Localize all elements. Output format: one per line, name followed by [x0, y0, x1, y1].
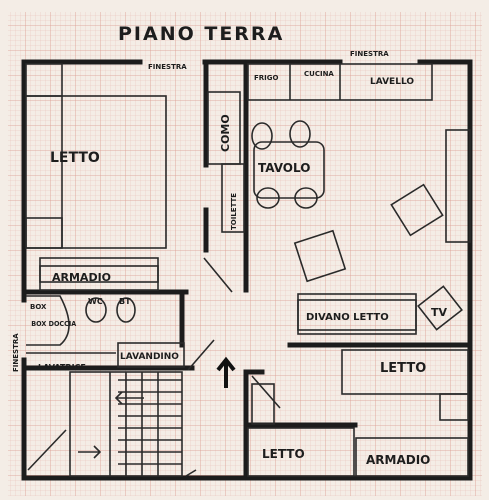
kitchen-counter: [247, 63, 433, 101]
hallway-door: [251, 375, 281, 409]
stair-line-a: [27, 429, 67, 471]
dresser-label: COMO: [219, 114, 232, 152]
bedroom-bed: [25, 63, 167, 249]
shower-box: [26, 295, 70, 346]
armchair-right: [390, 183, 444, 237]
bottom-wardrobe-label: ARMADIO: [366, 453, 430, 467]
window-label-top: FINESTRA: [148, 63, 187, 71]
right-bed: [341, 349, 469, 421]
sofa-bed: [297, 293, 417, 335]
bedroom-wardrobe-label: ARMADIO: [52, 271, 111, 284]
washbasin-label: LAVANDINO: [120, 352, 179, 362]
bedroom-bed-label: LETTO: [50, 150, 100, 166]
window-label-top-right: FINESTRA: [350, 50, 389, 58]
bottom-bed-label: LETTO: [262, 447, 305, 461]
bedroom-wardrobe: [39, 257, 159, 291]
staircase: [69, 371, 183, 477]
stair-line-b: [185, 469, 197, 477]
washbasin: [117, 342, 185, 368]
interior-walls: [21, 59, 473, 481]
entrance-arrow-icon: [216, 356, 236, 388]
bidet-label: BT: [119, 297, 131, 306]
side-cabinet: [445, 129, 471, 243]
shower-label: BOX DOCCIA: [31, 320, 77, 328]
dining-table-label: TAVOLO: [258, 161, 310, 175]
window-label-left: FINESTRA: [12, 333, 20, 372]
shower-label-1: BOX: [30, 303, 47, 311]
vanity: [221, 163, 245, 233]
stove-label: CUCINA: [304, 70, 334, 78]
sink-label: LAVELLO: [370, 77, 414, 87]
sofa-bed-label: DIVANO LETTO: [306, 312, 389, 323]
toilet: [85, 297, 107, 323]
armchair-left: [293, 229, 347, 283]
bottom-cabinet: [251, 383, 275, 425]
bidet: [116, 297, 136, 323]
plan-title: PIANO TERRA: [118, 23, 284, 45]
bathroom-door: [187, 339, 215, 371]
washing-machine-label: LAVATRICE: [38, 363, 86, 372]
dining-table: [251, 120, 325, 209]
vanity-label: TOILETTE: [230, 193, 238, 230]
bedroom-door: [203, 257, 233, 293]
toilet-label: WC: [88, 297, 103, 306]
bottom-bed: [247, 427, 355, 477]
tv-label: TV: [431, 306, 448, 319]
bottom-wardrobe: [355, 437, 469, 477]
tv-stand: [417, 285, 463, 331]
right-bed-label: LETTO: [380, 361, 426, 376]
fridge-label: FRIGO: [254, 74, 279, 82]
